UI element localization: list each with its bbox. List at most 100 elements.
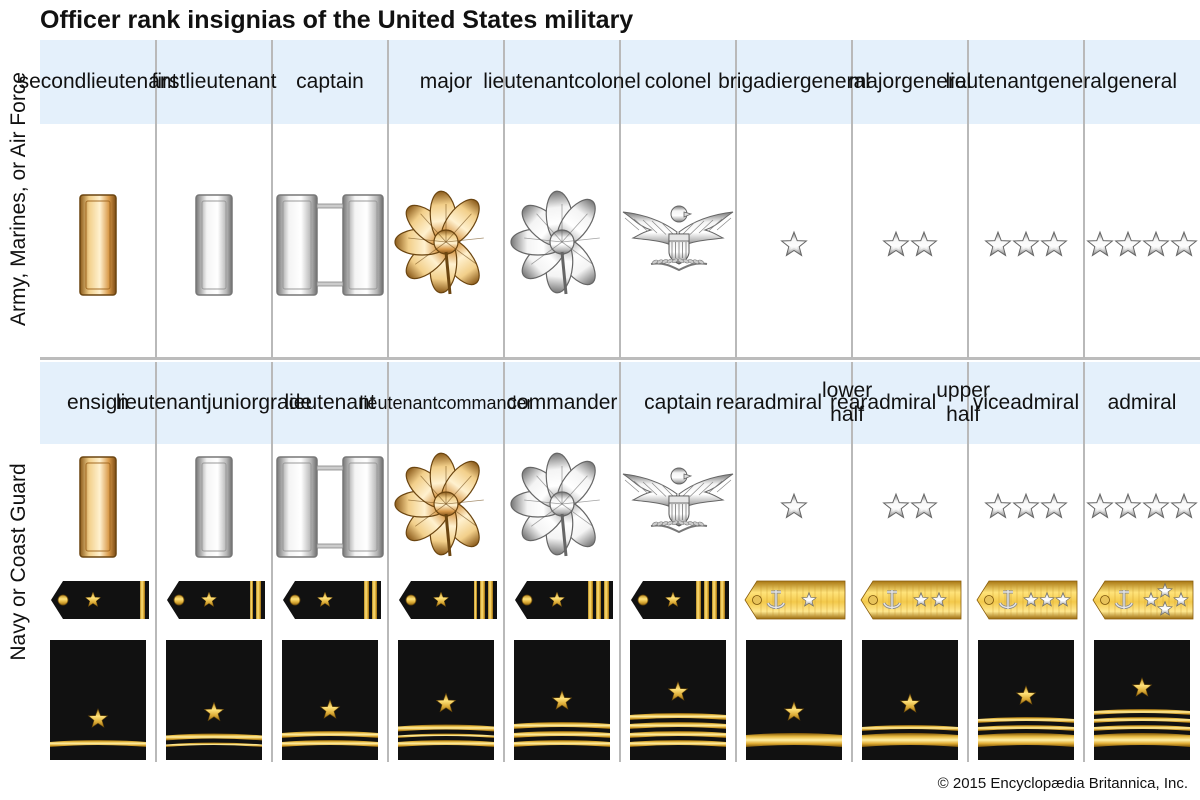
column-divider (851, 40, 853, 358)
navy-insignia (1085, 452, 1199, 562)
army-insignia (621, 190, 735, 300)
navy-sleeve-insignia (737, 640, 851, 760)
column-divider (503, 362, 505, 762)
shoulder-board-gold-icon (744, 580, 846, 620)
sleeve-stripes-icon (282, 640, 378, 760)
army-rank-label: major (419, 70, 473, 93)
navy-shoulder-board (389, 575, 503, 625)
page-title: Officer rank insignias of the United Sta… (40, 6, 634, 34)
silver-bar-icon (195, 194, 233, 296)
column-divider (1083, 40, 1085, 358)
shoulder-board-gold-icon (976, 580, 1078, 620)
army-insignia (853, 190, 967, 300)
column-divider (155, 362, 157, 762)
army-insignia (157, 190, 271, 300)
stars-3-icon (984, 230, 1068, 257)
army-rank-label: general (1106, 70, 1178, 93)
shoulder-board-black-icon (51, 581, 149, 619)
navy-insignia (505, 452, 619, 562)
army-rank-label: captain (296, 70, 364, 93)
navy-insignia (157, 452, 271, 562)
sleeve-stripes-icon (746, 640, 842, 760)
army-insignia (389, 190, 503, 300)
gold-oak-leaf-icon (394, 190, 484, 295)
army-insignia (505, 190, 619, 300)
navy-shoulder-board (853, 575, 967, 625)
navy-insignia (969, 452, 1083, 562)
army-rank-label: colonel (644, 70, 712, 93)
navy-sleeve-insignia (853, 640, 967, 760)
navy-rank-label: commander (506, 391, 618, 414)
navy-sleeve-insignia (273, 640, 387, 760)
column-divider (735, 362, 737, 762)
navy-insignia (273, 452, 387, 562)
silver-double-bar-icon (276, 194, 384, 296)
shoulder-board-black-icon (631, 581, 729, 619)
navy-insignia (41, 452, 155, 562)
army-insignia (273, 190, 387, 300)
navy-shoulder-board (737, 575, 851, 625)
silver-oak-leaf-icon (510, 190, 600, 295)
army-insignia (1085, 190, 1199, 300)
sleeve-stripes-icon (862, 640, 958, 760)
navy-sleeve-insignia (969, 640, 1083, 760)
shoulder-board-gold-icon (860, 580, 962, 620)
column-divider (155, 40, 157, 358)
shoulder-board-black-icon (515, 581, 613, 619)
army-insignia (969, 190, 1083, 300)
navy-sleeve-insignia (157, 640, 271, 760)
navy-shoulder-board (621, 575, 735, 625)
gold-oak-leaf-icon (394, 452, 484, 557)
navy-sleeve-insignia (389, 640, 503, 760)
shoulder-board-black-icon (399, 581, 497, 619)
stars-3-icon (984, 492, 1068, 519)
copyright-credit: © 2015 Encyclopædia Britannica, Inc. (937, 775, 1188, 792)
army-insignia (737, 190, 851, 300)
stars-4-icon (1086, 492, 1198, 519)
silver-bar-icon (195, 456, 233, 558)
navy-insignia (737, 452, 851, 562)
stars-2-icon (882, 230, 938, 257)
silver-eagle-icon (622, 205, 734, 272)
silver-double-bar-icon (276, 456, 384, 558)
army-insignia (41, 190, 155, 300)
sleeve-stripes-icon (630, 640, 726, 760)
column-divider (387, 40, 389, 358)
navy-shoulder-board (41, 575, 155, 625)
shoulder-board-gold-icon (1092, 580, 1194, 620)
column-divider (1083, 362, 1085, 762)
sleeve-stripes-icon (166, 640, 262, 760)
silver-eagle-icon (622, 467, 734, 534)
navy-sleeve-insignia (621, 640, 735, 760)
navy-rank-label: captain (644, 391, 712, 414)
navy-sleeve-insignia (1085, 640, 1199, 760)
stars-4-icon (1086, 230, 1198, 257)
navy-rank-label: lieutenant (284, 391, 376, 414)
column-divider (851, 362, 853, 762)
gold-bar-icon (79, 456, 117, 558)
navy-shoulder-board (969, 575, 1083, 625)
navy-shoulder-board (505, 575, 619, 625)
sleeve-stripes-icon (514, 640, 610, 760)
column-divider (619, 40, 621, 358)
sleeve-stripes-icon (1094, 640, 1190, 760)
column-divider (271, 40, 273, 358)
column-divider (967, 362, 969, 762)
navy-insignia (621, 452, 735, 562)
column-divider (271, 362, 273, 762)
navy-insignia (389, 452, 503, 562)
sleeve-stripes-icon (978, 640, 1074, 760)
navy-shoulder-board (1085, 575, 1199, 625)
gold-bar-icon (79, 194, 117, 296)
stars-1-icon (780, 492, 808, 519)
column-divider (735, 40, 737, 358)
